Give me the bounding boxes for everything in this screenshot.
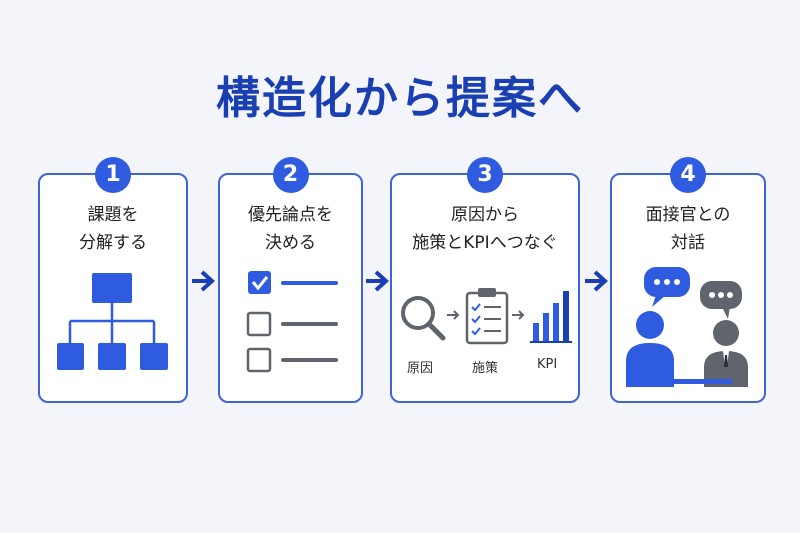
clipboard-checklist-icon [465,288,509,345]
speech-bubble-icon [644,267,690,307]
step-card-4: 4 面接官との 対話 [610,157,766,403]
interview-dialogue-icon [626,267,748,387]
step-number-badge: 1 [95,157,131,193]
magnifier-icon [401,296,446,341]
checklist-icon [246,271,338,373]
sub-label-kpi: KPI [537,357,558,372]
arrow-right-icon [192,270,215,292]
cause-measure-kpi-icon [401,288,572,345]
step-card-2: 2 優先論点を 決める [218,157,363,403]
candidate-person-icon [626,311,674,387]
step-label: 優先論点を 決める [248,205,333,253]
arrow-right-icon [366,270,389,292]
page-title: 構造化から提案へ [216,73,584,124]
arrow-right-icon [585,270,608,292]
step-number-badge: 4 [670,157,706,193]
step-card-3: 3 原因から 施策とKPIへつなぐ [390,157,580,403]
step-number-badge: 2 [272,157,309,193]
sub-label-cause: 原因 [407,361,434,376]
hierarchy-icon [57,273,168,370]
step-number-badge: 3 [467,157,503,193]
step-label: 面接官との 対話 [645,205,731,253]
step-card-1: 1 課題を 分解する [38,157,188,403]
step-label: 課題を 分解する [79,205,147,253]
sub-label-measure: 施策 [472,361,499,376]
speech-bubble-icon [700,281,742,319]
bar-chart-icon [530,291,572,343]
step-label: 原因から 施策とKPIへつなぐ [412,205,558,253]
interviewer-person-icon [704,320,748,387]
